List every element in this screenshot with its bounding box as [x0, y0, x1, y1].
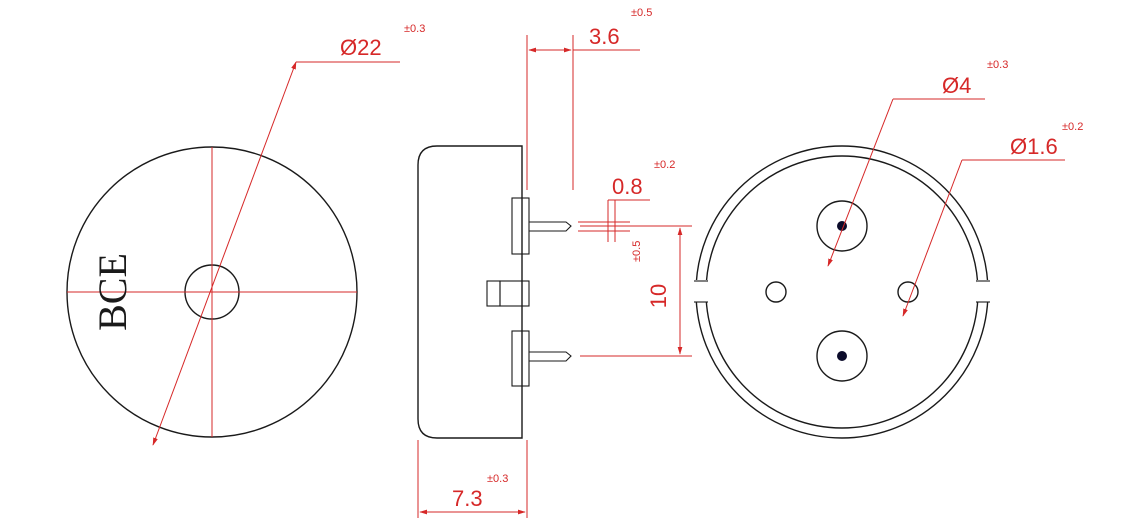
top-view: Ø22 ±0.3 BCE [66, 23, 425, 446]
height-tolerance: ±0.3 [487, 473, 508, 485]
lower-pin [529, 351, 572, 362]
hole-diameter-label: Ø1.6 [1010, 134, 1058, 159]
hole-diameter-tolerance: ±0.2 [1062, 121, 1083, 133]
upper-pin [529, 221, 572, 232]
body-side-outline [417, 145, 523, 439]
pin-spacing-label: 10 [646, 284, 671, 308]
hole-diameter-leader-line [902, 159, 963, 317]
bottom-outer-circle [695, 145, 989, 439]
pin-diameter-tolerance: ±0.2 [654, 159, 675, 171]
height-label: 7.3 [452, 486, 483, 511]
diameter-leader-line [152, 61, 297, 446]
brand-logo-text: BCE [90, 253, 135, 331]
lower-pad-circle [816, 330, 868, 382]
body-diameter-tolerance: ±0.3 [404, 23, 425, 35]
middle-tab-left [486, 280, 501, 307]
pad-diameter-tolerance: ±0.3 [987, 59, 1008, 71]
right-notch-gap [977, 280, 991, 302]
body-diameter-label: Ø22 [340, 35, 382, 60]
pin-offset-tolerance: ±0.5 [631, 241, 643, 262]
bottom-view: Ø4 ±0.3 Ø1.6 ±0.2 [693, 59, 1083, 439]
upper-pad-circle [816, 200, 868, 252]
bottom-inner-circle [705, 155, 979, 429]
upper-pin-base [511, 197, 530, 255]
lower-pin-base [511, 330, 530, 387]
lower-pin-dot [837, 351, 847, 361]
middle-tab [499, 280, 530, 307]
pad-diameter-label: Ø4 [942, 73, 971, 98]
side-view: 3.6 ±0.5 0.8 ±0.2 ±0.5 10 7.3 ±0.3 [417, 7, 692, 518]
pin-length-label: 3.6 [589, 24, 620, 49]
left-notch-gap [693, 280, 707, 302]
left-hole-circle [765, 281, 787, 303]
pin-length-tolerance: ±0.5 [631, 7, 652, 19]
pin-diameter-label: 0.8 [612, 174, 643, 199]
pad-diameter-leader-line [827, 98, 894, 267]
